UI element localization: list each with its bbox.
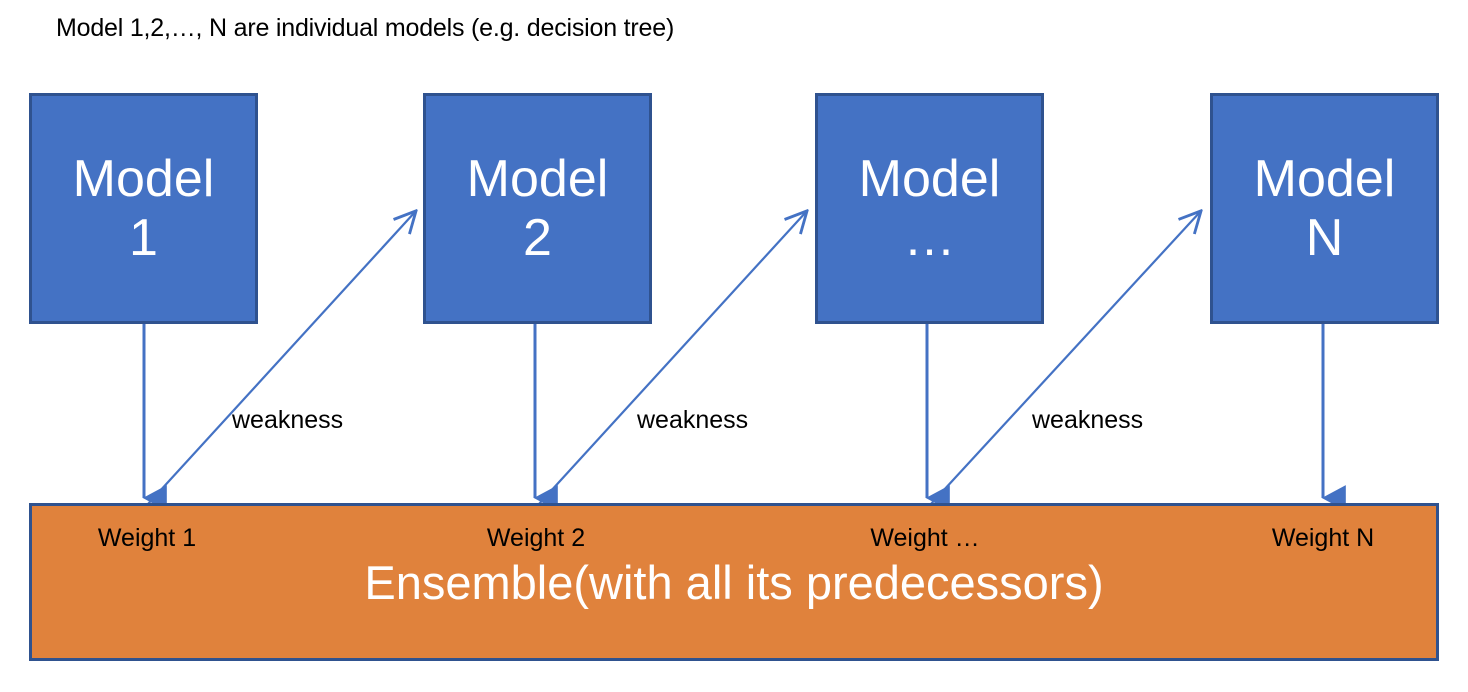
model-box-4-line2: N — [1305, 208, 1344, 267]
model-box-2[interactable]: Model 2 — [423, 93, 652, 324]
model-box-4[interactable]: Model N — [1210, 93, 1439, 324]
model-box-1-line2: 1 — [129, 208, 158, 267]
model-box-1-line1: Model — [72, 150, 215, 209]
weakness-label-3: weakness — [1032, 406, 1144, 434]
model-box-2-line1: Model — [466, 150, 609, 209]
model-box-3[interactable]: Model … — [815, 93, 1044, 324]
weight-label-4: Weight N — [1271, 524, 1375, 552]
diagram-caption: Model 1,2,…, N are individual models (e.… — [56, 14, 675, 42]
weight-label-1: Weight 1 — [97, 524, 197, 552]
model-box-2-line2: 2 — [523, 208, 552, 267]
model-box-1[interactable]: Model 1 — [29, 93, 258, 324]
weight-label-3: Weight … — [870, 524, 980, 552]
weight-label-2: Weight 2 — [486, 524, 586, 552]
weakness-label-2: weakness — [637, 406, 749, 434]
model-box-3-line1: Model — [858, 150, 1001, 209]
model-box-4-line1: Model — [1253, 150, 1396, 209]
weakness-label-1: weakness — [232, 406, 344, 434]
ensemble-bar[interactable]: Ensemble(with all its predecessors) — [29, 503, 1439, 661]
ensemble-title: Ensemble(with all its predecessors) — [364, 556, 1104, 609]
model-box-3-line2: … — [903, 208, 956, 267]
